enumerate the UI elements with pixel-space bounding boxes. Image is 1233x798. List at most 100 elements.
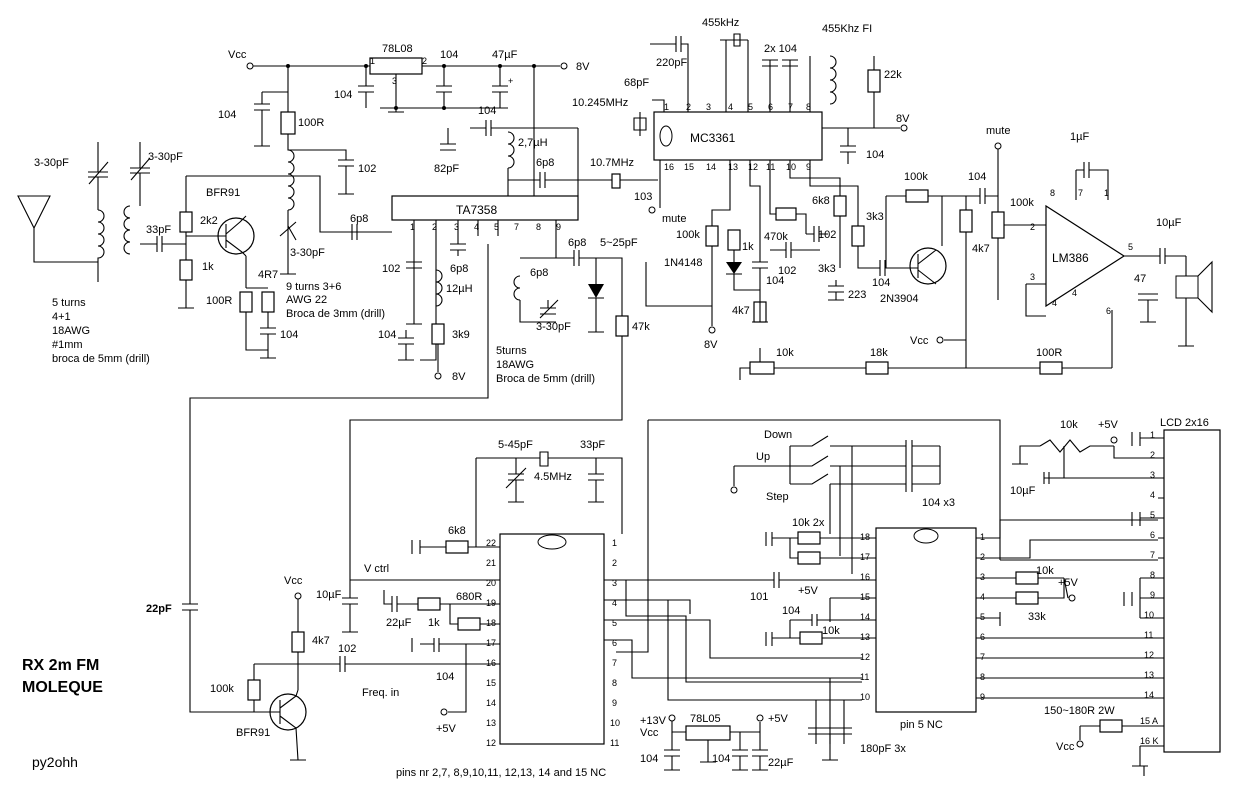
switch-up[interactable] bbox=[790, 455, 852, 467]
label-d4148: 1N4148 bbox=[664, 257, 703, 269]
svg-text:8: 8 bbox=[1150, 570, 1155, 580]
resistor-33k bbox=[1015, 591, 1039, 605]
resistor-6k8 bbox=[833, 195, 847, 217]
label-c68p: 68pF bbox=[624, 77, 649, 89]
label-c102-a: 102 bbox=[358, 163, 376, 175]
svg-text:14: 14 bbox=[486, 698, 496, 708]
svg-text:2: 2 bbox=[1150, 450, 1155, 460]
label-c104-e: 104 bbox=[280, 329, 298, 341]
svg-text:2: 2 bbox=[686, 102, 691, 112]
label-bfr91-a: BFR91 bbox=[206, 187, 240, 199]
svg-text:broca de 5mm (drill): broca de 5mm (drill) bbox=[52, 353, 150, 365]
label-trim-a: 3-30pF bbox=[34, 157, 69, 169]
svg-text:5: 5 bbox=[494, 222, 499, 232]
label-l12u: 12µH bbox=[446, 283, 473, 295]
svg-text:10: 10 bbox=[786, 162, 796, 172]
svg-text:5: 5 bbox=[1128, 242, 1133, 252]
label-mute-a: mute bbox=[662, 213, 686, 225]
potentiometer-10k bbox=[749, 361, 775, 375]
resistor-1k-a bbox=[179, 259, 193, 281]
resistor-100r-b bbox=[239, 291, 253, 313]
label-vcc-e: Vcc bbox=[1056, 741, 1075, 753]
speaker-icon bbox=[1175, 260, 1213, 314]
svg-text:21: 21 bbox=[486, 558, 496, 568]
label-c2x104: 2x 104 bbox=[764, 43, 797, 55]
svg-text:1: 1 bbox=[410, 222, 415, 232]
label-c104-a: 104 bbox=[440, 49, 458, 61]
label-vctrl: V ctrl bbox=[364, 563, 389, 575]
label-coil-1: 5 turns bbox=[52, 297, 86, 309]
svg-text:6: 6 bbox=[1150, 530, 1155, 540]
svg-text:13: 13 bbox=[728, 162, 738, 172]
svg-text:1: 1 bbox=[370, 56, 375, 66]
label-pin15: 15 A bbox=[1140, 716, 1158, 726]
svg-text:1: 1 bbox=[612, 538, 617, 548]
label-vcc-c: Vcc bbox=[284, 575, 303, 587]
label-c220p: 220pF bbox=[656, 57, 687, 69]
svg-text:3: 3 bbox=[1150, 470, 1155, 480]
switch-step[interactable] bbox=[790, 473, 852, 485]
svg-text:2: 2 bbox=[612, 558, 617, 568]
switch-down[interactable] bbox=[790, 435, 852, 447]
label-r2k2: 2k2 bbox=[200, 215, 218, 227]
label-step: Step bbox=[766, 491, 789, 503]
label-c6p8-d: 6p8 bbox=[568, 237, 586, 249]
label-r3k9: 3k9 bbox=[452, 329, 470, 341]
label-coil-3: 5turns bbox=[496, 345, 527, 357]
resistor-2k2 bbox=[179, 211, 193, 233]
svg-text:15: 15 bbox=[486, 678, 496, 688]
label-r22k: 22k bbox=[884, 69, 902, 81]
label-x455: 455kHz bbox=[702, 17, 739, 29]
svg-text:11: 11 bbox=[610, 738, 619, 748]
svg-text:18AWG: 18AWG bbox=[52, 325, 90, 337]
svg-text:8: 8 bbox=[1050, 188, 1055, 198]
svg-text:8: 8 bbox=[536, 222, 541, 232]
label-c103: 103 bbox=[634, 191, 652, 203]
resistor-3k9 bbox=[431, 323, 445, 345]
label-lm386: LM386 bbox=[1052, 251, 1089, 265]
label-c180p: 180pF 3x bbox=[860, 743, 906, 755]
svg-text:17: 17 bbox=[860, 552, 870, 562]
label-bfr91-b: BFR91 bbox=[236, 727, 270, 739]
svg-text:4: 4 bbox=[1052, 298, 1057, 308]
resistor-1k-c bbox=[417, 597, 441, 611]
label-reg-78l08: 78L08 bbox=[382, 43, 413, 55]
label-r100k-a: 100k bbox=[676, 229, 700, 241]
svg-text:16: 16 bbox=[664, 162, 674, 172]
crystal-10-7mhz bbox=[611, 173, 621, 189]
label-c223: 223 bbox=[848, 289, 866, 301]
label-mc3361: MC3361 bbox=[690, 131, 736, 145]
label-trim-b: 3-30pF bbox=[148, 151, 183, 163]
svg-text:Broca de 3mm (drill): Broca de 3mm (drill) bbox=[286, 308, 385, 320]
svg-text:12: 12 bbox=[748, 162, 758, 172]
label-trim-e: 3-30pF bbox=[536, 321, 571, 333]
label-mute-b: mute bbox=[986, 125, 1010, 137]
svg-text:11: 11 bbox=[860, 672, 869, 682]
label-8v-a: 8V bbox=[576, 61, 590, 73]
label-c104-i: 104 bbox=[872, 277, 890, 289]
antenna-icon bbox=[17, 195, 98, 263]
svg-text:9: 9 bbox=[556, 222, 561, 232]
label-reg-78l05: 78L05 bbox=[690, 713, 721, 725]
svg-text:2: 2 bbox=[1030, 222, 1035, 232]
label-pins-nc: pins nr 2,7, 8,9,10,11, 12,13, 14 and 15… bbox=[396, 767, 606, 779]
svg-text:1: 1 bbox=[664, 102, 669, 112]
label-c6p8-a: 6p8 bbox=[350, 213, 368, 225]
svg-text:10: 10 bbox=[610, 718, 620, 728]
label-fi455: 455Khz FI bbox=[822, 23, 872, 35]
resistor-100k-b bbox=[905, 189, 929, 203]
label-c22p: 22pF bbox=[146, 603, 172, 615]
label-r100r-b: 100R bbox=[206, 295, 232, 307]
svg-text:3: 3 bbox=[1030, 272, 1035, 282]
label-5v-b: +5V bbox=[798, 585, 819, 597]
label-vcc-b: Vcc bbox=[910, 335, 929, 347]
svg-text:6: 6 bbox=[612, 638, 617, 648]
svg-text:#1mm: #1mm bbox=[52, 339, 83, 351]
svg-text:7: 7 bbox=[1150, 550, 1155, 560]
label-x45: 4.5MHz bbox=[534, 471, 572, 483]
label-8v-b: 8V bbox=[452, 371, 466, 383]
resistor-470k bbox=[775, 207, 797, 221]
svg-text:16: 16 bbox=[486, 658, 496, 668]
svg-text:12: 12 bbox=[1144, 650, 1154, 660]
svg-text:7: 7 bbox=[980, 652, 985, 662]
